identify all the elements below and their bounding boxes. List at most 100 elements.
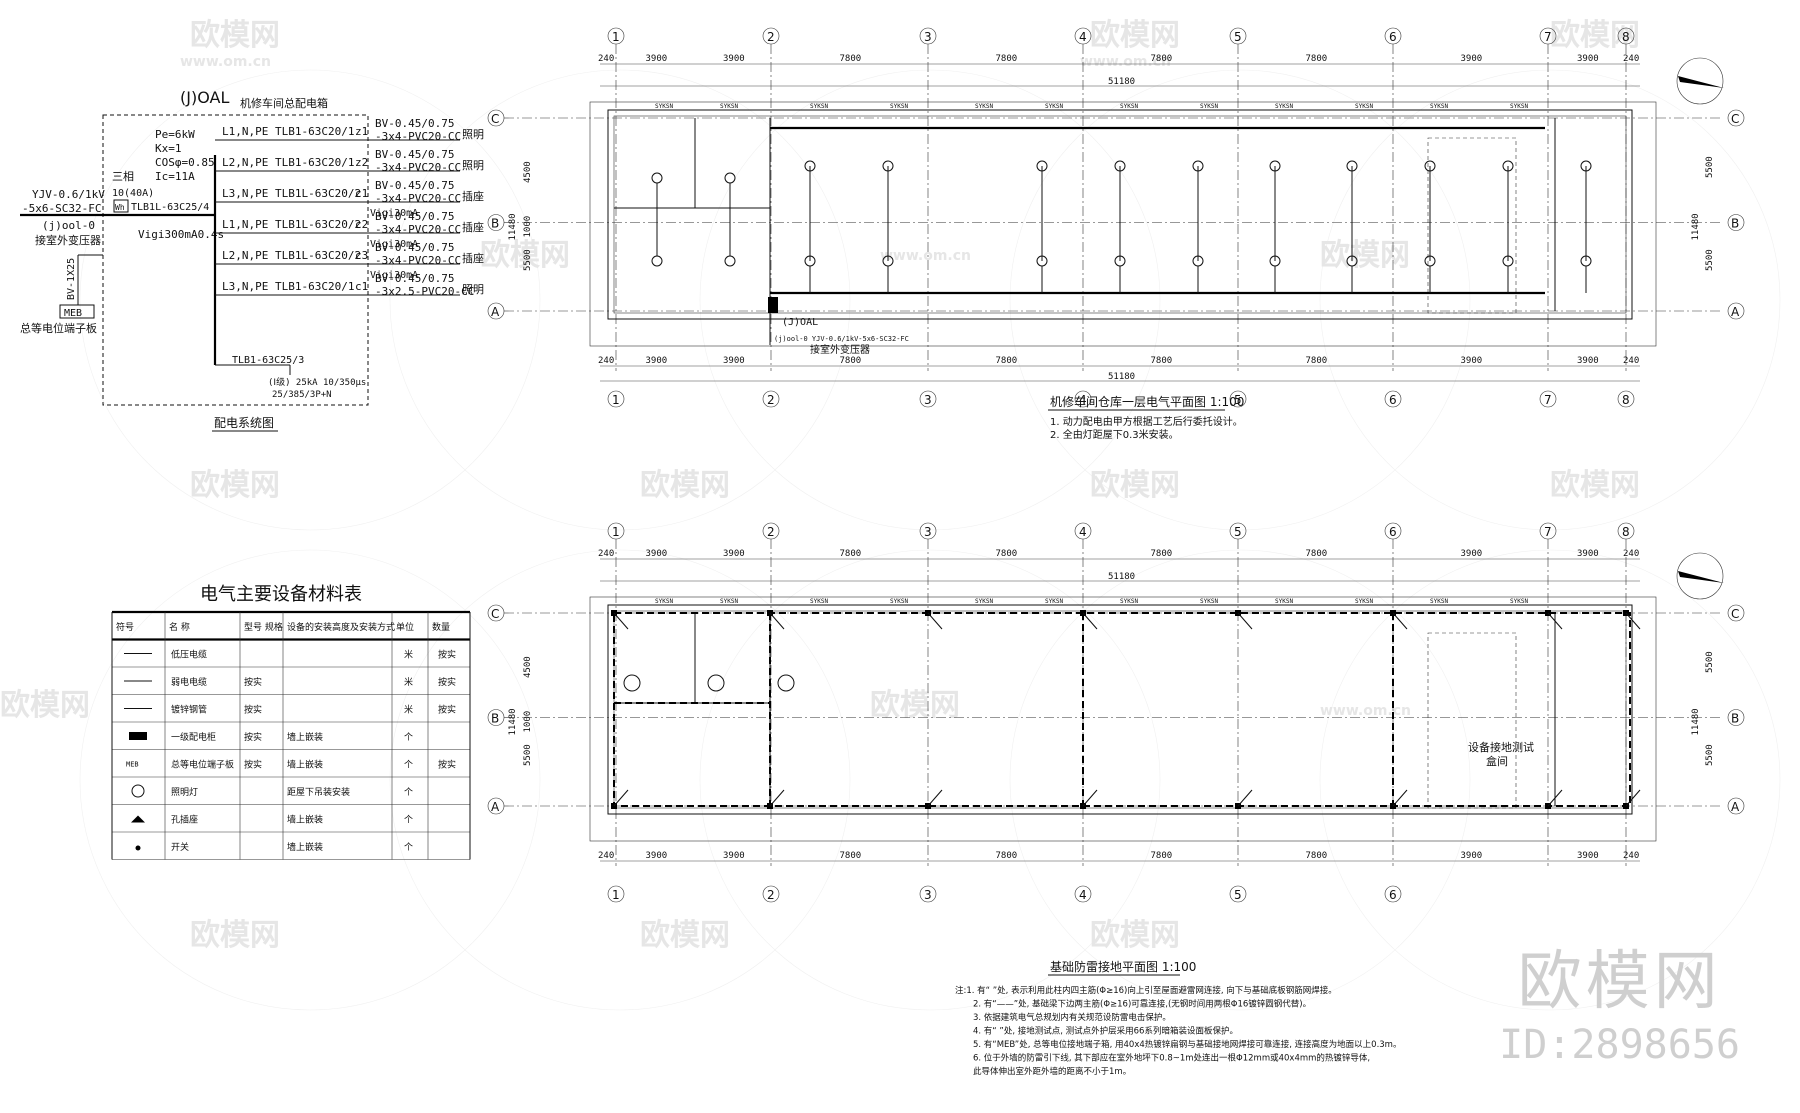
panel-boundary xyxy=(102,114,369,406)
window-label: SYKSN xyxy=(890,103,908,110)
span-dim: 7800 xyxy=(1151,54,1173,64)
row-bubble xyxy=(1727,709,1745,726)
axis-label: 1 xyxy=(612,525,620,539)
lamp xyxy=(1346,160,1358,172)
window-label: SYKSN xyxy=(1510,598,1528,605)
circuit-breaker: TLB1L-63C20/2 xyxy=(275,187,361,200)
window-label: SYKSN xyxy=(975,103,993,110)
axis-label: 1 xyxy=(612,393,620,407)
lamp xyxy=(724,172,736,184)
table-header: 名 称 xyxy=(169,621,190,633)
table-cell-spec: 按实 xyxy=(244,704,262,716)
window-label: SYKSN xyxy=(655,103,673,110)
panel-name: (J)OAL xyxy=(180,88,229,107)
watermark-badge-id: ID:2898656 xyxy=(1499,1022,1740,1068)
axis-label: 7 xyxy=(1544,525,1552,539)
table-cell-install: 墙上嵌装 xyxy=(287,841,323,853)
symbol-socket xyxy=(131,815,145,823)
axis-label: 8 xyxy=(1622,393,1630,407)
circuit-cable-1: BV-0.45/0.75 xyxy=(375,179,454,192)
meb-box xyxy=(59,304,95,319)
axis-label: 3 xyxy=(924,888,932,902)
span-dim: 240 xyxy=(598,549,614,559)
axis-label: 6 xyxy=(1389,888,1397,902)
axis-label: 2 xyxy=(767,525,775,539)
test-point-symbol xyxy=(777,674,795,692)
axis-label: 7 xyxy=(1544,30,1552,44)
axis-label: 6 xyxy=(1389,393,1397,407)
outer-wall xyxy=(607,109,1633,320)
feed-to: 接室外变压器 xyxy=(810,343,870,356)
span-dim: 3900 xyxy=(1577,851,1599,861)
down-conductor-leader xyxy=(1392,789,1408,807)
watermark-layer: 欧模网 www.om.cn 欧模网 www.om.cn 欧模网 欧模网 欧模网 … xyxy=(0,18,1781,1011)
table-cell-unit: 米 xyxy=(404,676,413,688)
row-label: A xyxy=(1731,800,1740,814)
symbol-meb: MEB xyxy=(126,761,139,769)
watermark-text: 欧模网 xyxy=(1320,238,1410,273)
table-cell-name: 总等电位端子板 xyxy=(171,759,234,771)
total-dim: 51180 xyxy=(1108,77,1135,87)
down-conductor-leader xyxy=(1625,612,1641,630)
circuit-cable-2: -3x2.5-PVC20-CC xyxy=(375,285,474,298)
window-label: SYKSN xyxy=(720,598,738,605)
table-cell-qty: 按实 xyxy=(438,759,456,771)
axis-bubble xyxy=(1074,390,1092,408)
circuit-id: c3 xyxy=(355,249,368,262)
panel-title: 机修车间总配电箱 xyxy=(240,96,328,110)
span-dim: 3900 xyxy=(723,851,745,861)
table-cell-unit: 米 xyxy=(404,704,413,716)
circuit-phase: L1,N,PE xyxy=(222,125,268,138)
axis-bubble xyxy=(1229,390,1247,408)
vert-dim: 5500 xyxy=(523,744,533,766)
table-cell-unit: 个 xyxy=(404,787,413,798)
axis-label: 4 xyxy=(1079,393,1087,407)
axis-bubble xyxy=(1384,390,1402,408)
span-dim: 3900 xyxy=(723,549,745,559)
span-dim: 240 xyxy=(1623,54,1639,64)
span-dim: 7800 xyxy=(996,549,1018,559)
table-grid: 符号名 称型号 规格设备的安装高度及安装方式单位数量低压电缆米按实弱电电缆按实米… xyxy=(111,610,471,860)
span-dim: 7800 xyxy=(996,54,1018,64)
table-cell-unit: 个 xyxy=(404,842,413,853)
vert-dim: 4500 xyxy=(523,656,533,678)
lamp xyxy=(1269,160,1281,172)
vert-dim: 5500 xyxy=(1705,651,1715,673)
axis-label: 1 xyxy=(612,30,620,44)
table-cell-qty: 按实 xyxy=(438,649,456,661)
circuit-id: c1 xyxy=(355,187,368,200)
vert-dim: 1000 xyxy=(523,216,533,238)
down-conductor-leader xyxy=(927,789,943,807)
circuit-phase: L3,N,PE xyxy=(222,187,268,200)
main-rcd: Vigi300mA0.4s xyxy=(138,228,224,241)
watermark-text: 欧模网 xyxy=(640,468,730,503)
span-dim: 3900 xyxy=(1461,549,1483,559)
circuit-cable-2: -3x4-PVC20-CC xyxy=(375,192,461,205)
window-label: SYKSN xyxy=(810,103,828,110)
circuit-cable-1: BV-0.45/0.75 xyxy=(375,148,454,161)
plan-note: 2. 有“——”处, 基础梁下边两主筋(Φ≥16)可靠连接,(无钢时间用两根Φ1… xyxy=(973,999,1311,1010)
vert-dim: 11480 xyxy=(1691,708,1701,735)
lamp xyxy=(1114,160,1126,172)
axis-label: 2 xyxy=(767,30,775,44)
down-conductor-leader xyxy=(1547,612,1563,630)
watermark-text: 欧模网 xyxy=(1090,18,1180,53)
axis-bubble xyxy=(1074,885,1092,903)
span-dim: 3900 xyxy=(723,356,745,366)
axis-bubble xyxy=(1384,885,1402,903)
plan-note: 3. 依据建筑电气总规划内有关规范设防雷电击保护。 xyxy=(973,1012,1171,1023)
span-dim: 7800 xyxy=(840,54,862,64)
watermark-text: 欧模网 xyxy=(1550,468,1640,503)
outer-wall xyxy=(607,604,1633,815)
axis-label: 5 xyxy=(1234,30,1242,44)
table-cell-install: 墙上嵌装 xyxy=(287,759,323,771)
vert-dim: 5500 xyxy=(1705,249,1715,271)
axis-label: 3 xyxy=(924,525,932,539)
span-dim: 7800 xyxy=(1151,851,1173,861)
span-dim: 7800 xyxy=(1151,549,1173,559)
span-dim: 7800 xyxy=(1306,549,1328,559)
row-bubble xyxy=(1727,109,1745,127)
span-dim: 240 xyxy=(1623,851,1639,861)
circuit-id: c1 xyxy=(355,280,368,293)
